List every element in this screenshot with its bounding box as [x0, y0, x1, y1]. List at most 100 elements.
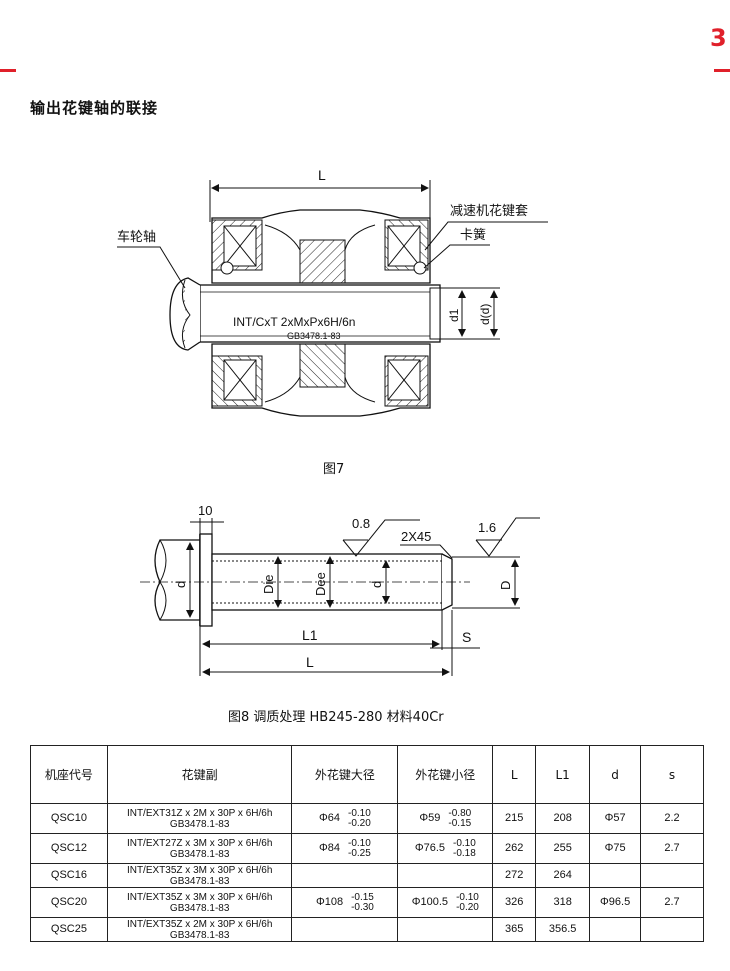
fig7-dim-L-label: L — [318, 167, 326, 183]
fig8-dim-D-label: D — [498, 581, 513, 590]
cell-s — [640, 917, 704, 942]
cell-code: QSC16 — [30, 863, 108, 888]
fig7-gear-hatch-bottom — [299, 343, 346, 388]
col-header-major-dia: 外花键大径 — [291, 745, 399, 804]
cell-s: 2.7 — [640, 887, 704, 918]
cell-code: QSC20 — [30, 887, 108, 918]
fig7-label-axle: 车轮轴 — [117, 229, 156, 245]
col-header-spline: 花键副 — [106, 745, 293, 804]
fig7-spline-code: INT/CxT 2xMxPx6H/6n — [233, 315, 355, 329]
fig7-standard: GB3478.1-83 — [287, 331, 341, 341]
fig7-circlip-left — [220, 261, 234, 275]
fig8-dim-L-label: L — [306, 654, 314, 670]
col-header-s: s — [640, 745, 704, 804]
fig8-dim-d-label: d — [173, 581, 188, 588]
cell-major: Φ108-0.15-0.30 — [291, 887, 399, 918]
fig8-chamfer-label: 2X45 — [401, 529, 431, 544]
fig8-dim-die-label: Die — [261, 574, 276, 594]
fig8-axle-stub — [154, 539, 201, 621]
cell-minor — [397, 917, 494, 942]
col-header-minor-dia: 外花键小径 — [397, 745, 494, 804]
fig8-roughness-16-label: 1.6 — [478, 520, 496, 535]
fig7-leader-spring — [423, 244, 490, 269]
fig7-circlip-right — [413, 261, 427, 275]
figure-8-caption: 图8 调质处理 HB245-280 材料40Cr — [228, 710, 444, 725]
fig8-chamfer-leader — [400, 544, 453, 559]
fig7-bearing-x4 — [387, 225, 421, 267]
col-header-code: 机座代号 — [30, 745, 108, 804]
fig7-gear-hatch-top — [299, 239, 346, 284]
cell-code: QSC12 — [30, 833, 108, 864]
fig7-gear-bottom — [264, 344, 376, 403]
cell-L1: 255 — [535, 833, 591, 864]
figure-7-caption: 图7 — [323, 462, 345, 477]
cell-L1: 318 — [535, 887, 591, 918]
fig7-leader-axle — [117, 246, 186, 289]
fig7-bearing-x6 — [223, 359, 257, 401]
cell-L: 326 — [492, 887, 537, 918]
cell-code: QSC10 — [30, 803, 108, 834]
fig8-flange-body — [199, 533, 213, 627]
top-left-rule — [0, 69, 16, 72]
fig7-leader-sleeve — [424, 221, 548, 251]
cell-s: 2.7 — [640, 833, 704, 864]
cell-s — [640, 863, 704, 888]
fig8-dim-10-label: 10 — [198, 503, 212, 518]
col-header-L1: L1 — [535, 745, 591, 804]
fig8-dim-dee-label: Dee — [313, 572, 328, 596]
cell-major — [291, 917, 399, 942]
cell-L1: 356.5 — [535, 917, 591, 942]
cell-d: Φ57 — [589, 803, 642, 834]
cell-L: 262 — [492, 833, 537, 864]
fig7-label-spring: 卡簧 — [460, 227, 486, 243]
cell-major — [291, 863, 399, 888]
fig8-dim-L1-label: L1 — [302, 627, 318, 643]
page-number: 3 — [710, 24, 727, 52]
fig7-axle-break — [181, 279, 191, 349]
fig8-dim-S-label: S — [462, 629, 471, 645]
cell-d — [589, 863, 642, 888]
spline-spec-table: 机座代号 花键副 外花键大径 外花键小径 L L1 d s QSC10 INT/… — [30, 745, 704, 942]
cell-minor — [397, 863, 494, 888]
fig8-roughness-08 — [342, 519, 420, 557]
cell-L: 215 — [492, 803, 537, 834]
fig7-spline-shaft — [199, 284, 441, 343]
fig8-dim-d-inner-label: d — [369, 581, 384, 588]
cell-L: 365 — [492, 917, 537, 942]
cell-d: Φ75 — [589, 833, 642, 864]
cell-d: Φ96.5 — [589, 887, 642, 918]
cell-major: Φ84-0.10-0.25 — [291, 833, 399, 864]
cell-L1: 264 — [535, 863, 591, 888]
col-header-L: L — [492, 745, 537, 804]
fig8-roughness-08-label: 0.8 — [352, 516, 370, 531]
top-right-rule — [714, 69, 730, 72]
fig7-label-sleeve: 减速机花键套 — [450, 203, 528, 219]
figure-7-drawing: L INT/CxT 2xMxPx6H/6n GB3478.1-83 d1 d(d… — [117, 167, 548, 417]
cell-L: 272 — [492, 863, 537, 888]
table-header-row: 机座代号 花键副 外花键大径 外花键小径 L L1 d s — [30, 745, 704, 804]
fig8-roughness-16 — [475, 517, 540, 557]
cell-minor: Φ76.5-0.10-0.18 — [397, 833, 494, 864]
cell-L1: 208 — [535, 803, 591, 834]
cell-major: Φ64-0.10-0.20 — [291, 803, 399, 834]
cell-s: 2.2 — [640, 803, 704, 834]
cell-minor: Φ59-0.80-0.15 — [397, 803, 494, 834]
fig7-shaft-end — [429, 287, 441, 340]
cell-minor: Φ100.5-0.10-0.20 — [397, 887, 494, 918]
fig7-dim-d-label: d(d) — [478, 304, 492, 325]
col-header-d: d — [589, 745, 642, 804]
fig7-bearing-x8 — [387, 359, 421, 401]
section-heading: 输出花键轴的联接 — [30, 99, 159, 117]
figure-8-drawing: 10 d Die Dee d D 0.8 1.6 2X45 L1 L S — [140, 503, 540, 676]
cell-d — [589, 917, 642, 942]
